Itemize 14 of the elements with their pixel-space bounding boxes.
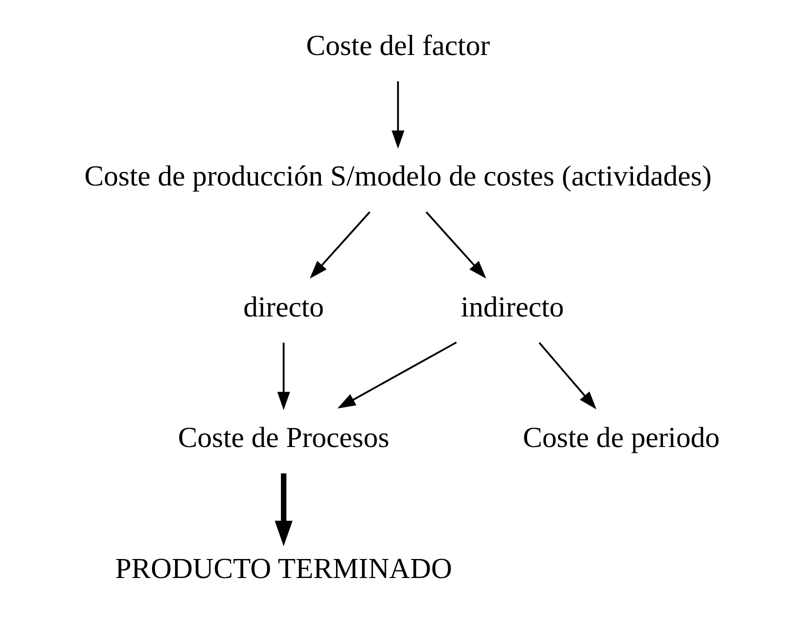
arrow xyxy=(336,342,456,409)
node-text: Coste de Procesos xyxy=(178,422,389,454)
arrow xyxy=(276,342,290,410)
node-text: directo xyxy=(242,291,324,324)
arrow xyxy=(274,473,292,546)
node-text: indirecto xyxy=(460,291,564,324)
node-text: Coste de producción S/modelo de costes (actividades) xyxy=(84,160,712,193)
arrow xyxy=(391,81,404,149)
arrow xyxy=(425,211,486,279)
arrow xyxy=(309,211,370,279)
arrow xyxy=(538,342,596,410)
node-text: PRODUCTO TERMINADO xyxy=(114,552,452,585)
node-text: Coste de periodo xyxy=(522,422,720,454)
node-text: Coste del factor xyxy=(306,30,490,62)
